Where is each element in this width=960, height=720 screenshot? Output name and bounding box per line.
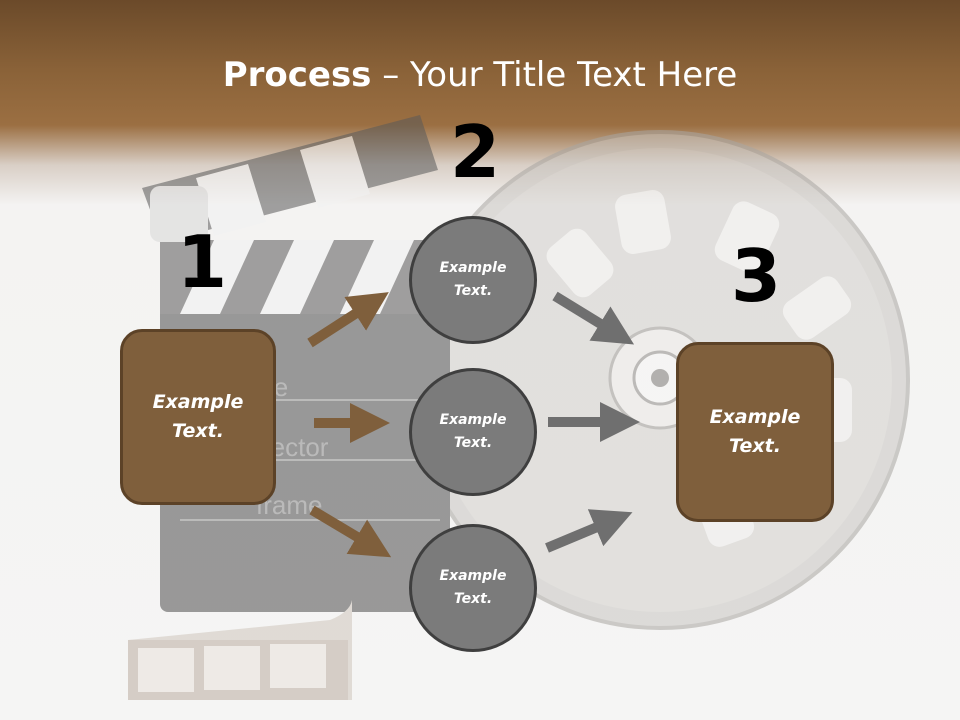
arrow-circle-1-to-box (552, 291, 635, 345)
arrow-circle-3-to-box (545, 509, 633, 553)
circle-3-text: Example Text. (439, 568, 507, 607)
title-bold-part: Process (222, 55, 372, 95)
left-text-box[interactable]: Example Text. (120, 329, 276, 505)
film-strip-icon (128, 600, 352, 700)
arrow-box-to-circle-3 (309, 505, 392, 558)
circle-3[interactable]: Example Text. (409, 524, 537, 652)
title-rest-part: – Your Title Text Here (382, 55, 738, 95)
circle-2[interactable]: Example Text. (409, 368, 537, 496)
circle-1-text: Example Text. (439, 260, 507, 299)
right-box-text: Example Text. (709, 406, 801, 457)
left-box-text: Example Text. (152, 391, 244, 442)
circle-2-text: Example Text. (439, 412, 507, 451)
clapperboard-icon: le rector frame (142, 115, 450, 612)
step-number-2: 2 (450, 110, 501, 194)
step-number-3: 3 (731, 234, 782, 318)
step-number-1: 1 (177, 220, 228, 304)
right-text-box[interactable]: Example Text. (676, 342, 834, 522)
arrow-box-to-circle-1 (307, 292, 389, 348)
circle-1[interactable]: Example Text. (409, 216, 537, 344)
slide-title: Process – Your Title Text Here (0, 54, 960, 96)
